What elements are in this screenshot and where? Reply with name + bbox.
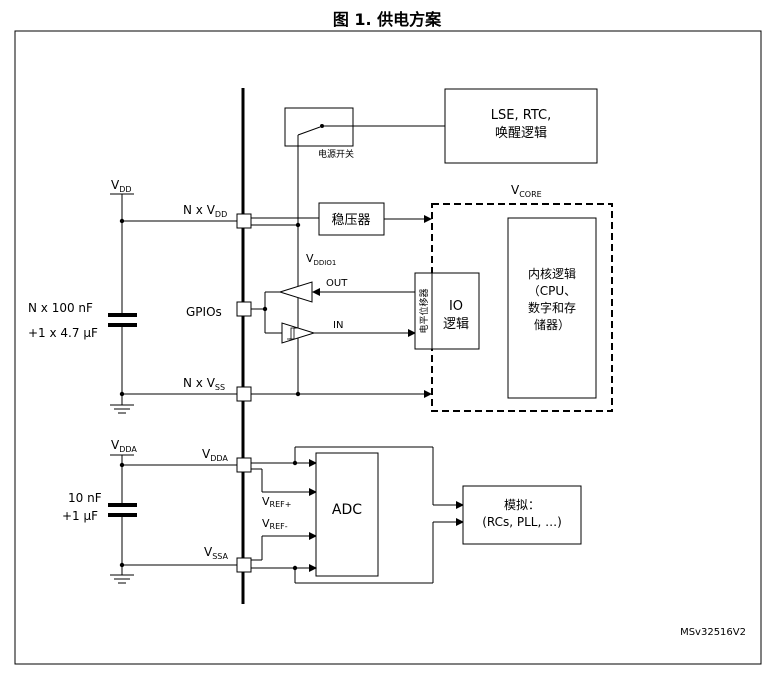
in-label: IN [333,320,343,331]
core-logic-box [507,217,597,399]
figure-frame [14,30,762,665]
core-logic-label: 储器） [534,317,570,332]
regulator-box [318,202,385,236]
gpio-pin [236,301,252,317]
io-logic-box [414,272,480,350]
vssa-pin-label: VSSA [204,545,229,561]
figure-code: MSv32516V2 [680,627,746,638]
vddio1-label: VDDIO1 [306,252,336,267]
core-logic-label: 内核逻辑 [528,267,576,281]
vssa-pin [236,557,252,573]
cap2-value-1: 10 nF [68,491,102,505]
vdda-supply-label: VDDA [111,438,137,454]
analog-box [462,485,582,545]
wakeup-logic-label: 唤醒逻辑 [495,126,547,141]
cap1-value-2: +1 x 4.7 μF [28,326,98,340]
io-logic-label: IO [449,299,463,314]
adc-box [315,452,379,577]
cap2-value-2: +1 μF [62,509,98,523]
cap1-value-1: N x 100 nF [28,301,93,315]
vdda-pin [236,457,252,473]
adc-label: ADC [332,502,362,518]
regulator-label: 稳压器 [331,212,370,228]
analog-label: 模拟： [504,498,540,512]
lse-rtc-box [444,88,598,164]
core-logic-label: （CPU、 [528,284,576,298]
vcore-domain [431,203,613,412]
vcore-label: VCORE [511,183,542,199]
vss-pin [236,386,252,402]
lse-rtc-label: LSE, RTC, [491,108,551,123]
output-buffer [278,281,313,303]
vdda-pin-label: VDDA [202,447,228,463]
nxvss-label: N x VSS [183,376,225,392]
level-shifter-label: 电平位移器 [418,288,430,333]
core-logic-label: 数字和存 [528,300,576,315]
nxvdd-label: N x VDD [183,203,227,219]
out-label: OUT [326,278,348,289]
analog-label: (RCs, PLL, …) [482,515,562,529]
vdd-pin [236,213,252,229]
vdd-label: VDD [111,178,132,194]
io-logic-label: 逻辑 [443,317,469,332]
vref-minus-label: VREF- [262,517,288,531]
vref-plus-label: VREF+ [262,495,291,509]
power-switch-label: 电源开关 [318,148,354,160]
gpios-label: GPIOs [186,305,222,319]
figure-title: 图 1. 供电方案 [332,10,442,29]
